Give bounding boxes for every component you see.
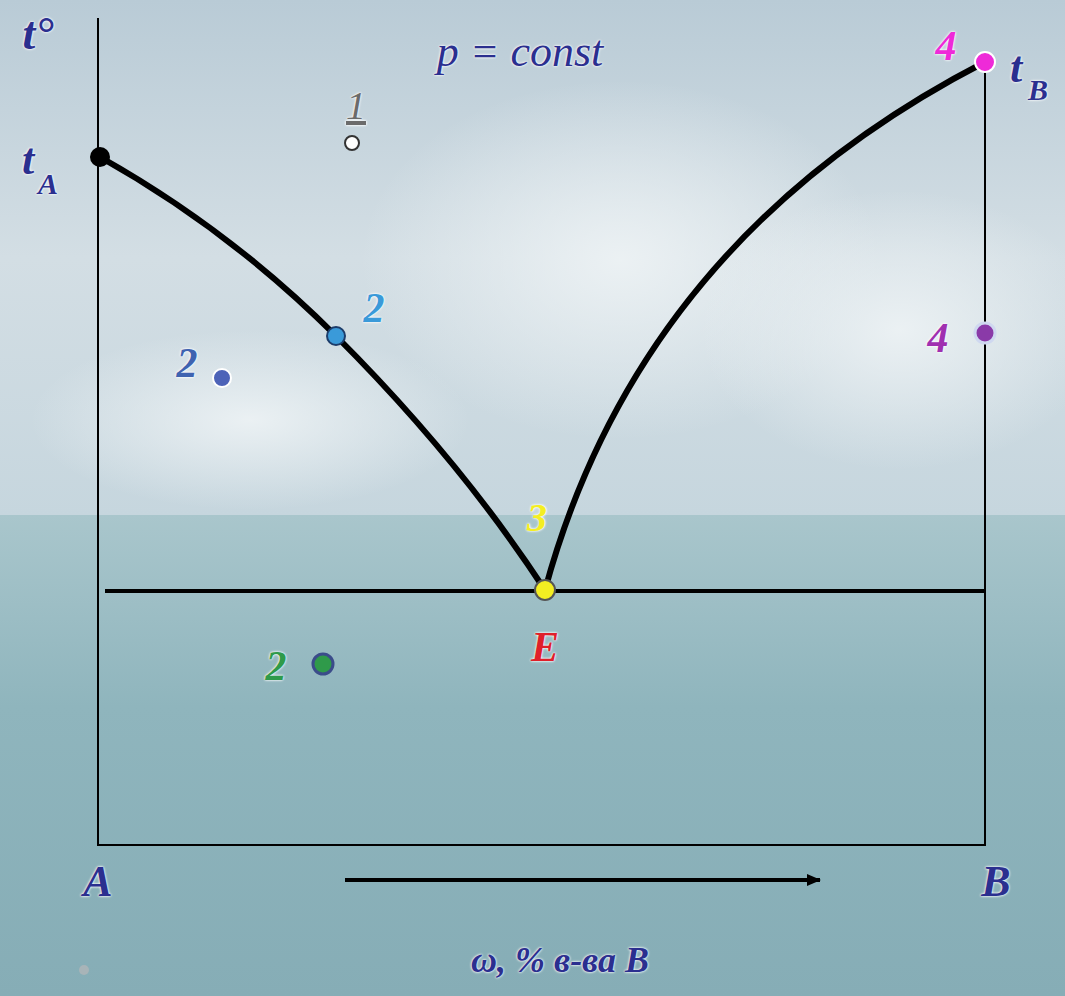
point-2-liquidus	[327, 327, 345, 345]
point-4	[975, 323, 995, 343]
temperature-subscript: B	[1028, 75, 1048, 105]
component-label: A	[83, 860, 112, 904]
cloud	[30, 330, 470, 510]
temperature-label: t	[22, 138, 34, 182]
callout-number: 4	[936, 25, 957, 67]
liquidus-a	[100, 157, 545, 590]
cloud	[700, 190, 1065, 470]
decor-dot	[79, 965, 89, 975]
component-label: B	[981, 860, 1010, 904]
temperature-subscript: A	[38, 169, 58, 199]
axis-a	[97, 18, 99, 846]
point-label: E	[531, 626, 559, 668]
sea-ground	[0, 515, 1065, 996]
point-2-solid	[313, 654, 333, 674]
axis-label: t°	[22, 11, 53, 57]
composition-axis	[97, 844, 986, 846]
callout-number: 1	[346, 86, 366, 126]
eutectic-point	[535, 580, 555, 600]
axis-b	[984, 62, 986, 846]
liquidus-b	[545, 62, 985, 590]
temperature-label: t	[1010, 46, 1022, 90]
point-2	[213, 369, 231, 387]
axis-label: ω, % в-ва B	[471, 942, 649, 978]
condition-label: p = const	[437, 30, 604, 74]
melting-point-b	[975, 52, 995, 72]
callout-number: 2	[266, 645, 287, 687]
callout-number: 3	[527, 498, 547, 538]
melting-point-a	[90, 147, 110, 167]
callout-number: 4	[928, 317, 949, 359]
point-1	[345, 136, 359, 150]
callout-number: 2	[177, 342, 198, 384]
callout-number: 2	[364, 287, 385, 329]
direction-arrow	[345, 878, 820, 882]
